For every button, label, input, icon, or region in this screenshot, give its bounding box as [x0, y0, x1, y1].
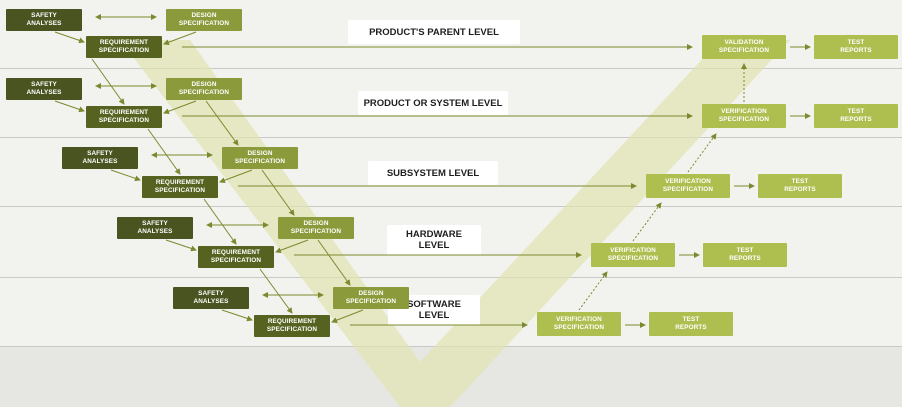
design-specification-box: DESIGN SPECIFICATION: [166, 9, 242, 31]
level-label-system: PRODUCT OR SYSTEM LEVEL: [358, 91, 508, 115]
safety-analyses-box: SAFETY ANALYSES: [6, 9, 82, 31]
level-label-hardware: HARDWARE LEVEL: [387, 225, 481, 255]
design-specification-box: DESIGN SPECIFICATION: [278, 217, 354, 239]
verification-specification-box: VERIFICATION SPECIFICATION: [646, 174, 730, 198]
safety-analyses-box: SAFETY ANALYSES: [173, 287, 249, 309]
requirement-specification-box: REQUIREMENT SPECIFICATION: [86, 106, 162, 128]
requirement-specification-box: REQUIREMENT SPECIFICATION: [198, 246, 274, 268]
design-specification-box: DESIGN SPECIFICATION: [333, 287, 409, 309]
safety-analyses-box: SAFETY ANALYSES: [6, 78, 82, 100]
safety-analyses-box: SAFETY ANALYSES: [117, 217, 193, 239]
safety-analyses-box: SAFETY ANALYSES: [62, 147, 138, 169]
level-label-parent: PRODUCT'S PARENT LEVEL: [348, 20, 520, 44]
design-specification-box: DESIGN SPECIFICATION: [222, 147, 298, 169]
design-specification-box: DESIGN SPECIFICATION: [166, 78, 242, 100]
verification-specification-box: VERIFICATION SPECIFICATION: [537, 312, 621, 336]
test-reports-box: TEST REPORTS: [758, 174, 842, 198]
test-reports-box: TEST REPORTS: [814, 35, 898, 59]
verification-specification-box: VERIFICATION SPECIFICATION: [702, 104, 786, 128]
requirement-specification-box: REQUIREMENT SPECIFICATION: [142, 176, 218, 198]
verification-specification-box: VERIFICATION SPECIFICATION: [591, 243, 675, 267]
requirement-specification-box: REQUIREMENT SPECIFICATION: [254, 315, 330, 337]
v-shape: [120, 40, 790, 407]
test-reports-box: TEST REPORTS: [814, 104, 898, 128]
validation-specification-box: VALIDATION SPECIFICATION: [702, 35, 786, 59]
test-reports-box: TEST REPORTS: [703, 243, 787, 267]
level-label-subsystem: SUBSYSTEM LEVEL: [368, 161, 498, 185]
test-reports-box: TEST REPORTS: [649, 312, 733, 336]
requirement-specification-box: REQUIREMENT SPECIFICATION: [86, 36, 162, 58]
